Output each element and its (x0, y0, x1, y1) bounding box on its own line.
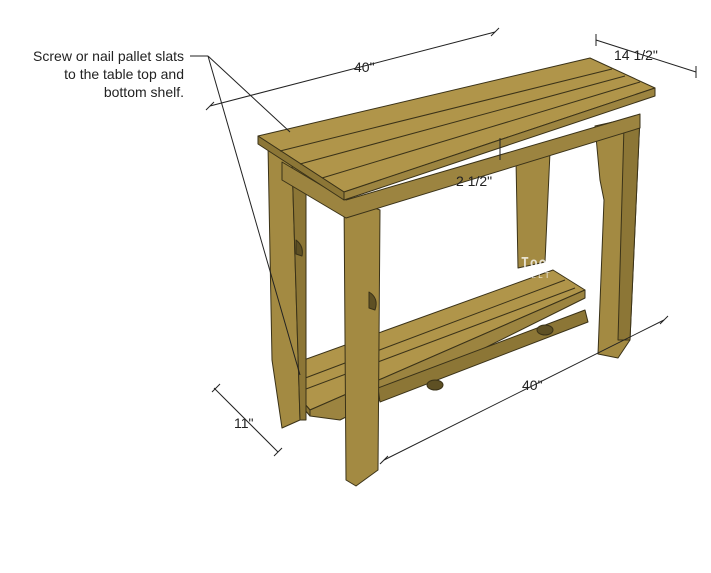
watermark-line-2: BELT (524, 271, 552, 280)
stretcher-notch (426, 379, 444, 391)
assembly-note-line-3: bottom shelf. (103, 84, 184, 100)
apron-front (281, 113, 641, 219)
back-left-leg (515, 151, 551, 269)
leader-line-top-diag (207, 55, 291, 133)
shelf-stretcher (377, 309, 589, 403)
assembly-note: Screw or nail pallet slats to the table … (4, 47, 184, 101)
front-right-leg-notch (368, 291, 377, 311)
dimension-lines (205, 27, 697, 465)
front-left-leg-notch (295, 239, 303, 257)
dim-apron-height: 2 1/2" (456, 173, 492, 189)
dim-top-depth: 14 1/2" (614, 47, 658, 63)
dim-shelf-length: 40" (522, 377, 543, 393)
dim-top-length: 40" (354, 59, 375, 75)
watermark-logo: Tool BELT (521, 256, 557, 281)
leader-line-bottom-diag (207, 55, 301, 376)
stretcher-notch-2 (536, 324, 554, 336)
assembly-note-line-2: to the table top and (64, 66, 184, 82)
watermark-line-1: Tool (521, 256, 557, 271)
dim-shelf-depth: 11" (234, 415, 254, 431)
assembly-note-line-1: Screw or nail pallet slats (33, 48, 184, 64)
front-right-leg (343, 195, 381, 487)
